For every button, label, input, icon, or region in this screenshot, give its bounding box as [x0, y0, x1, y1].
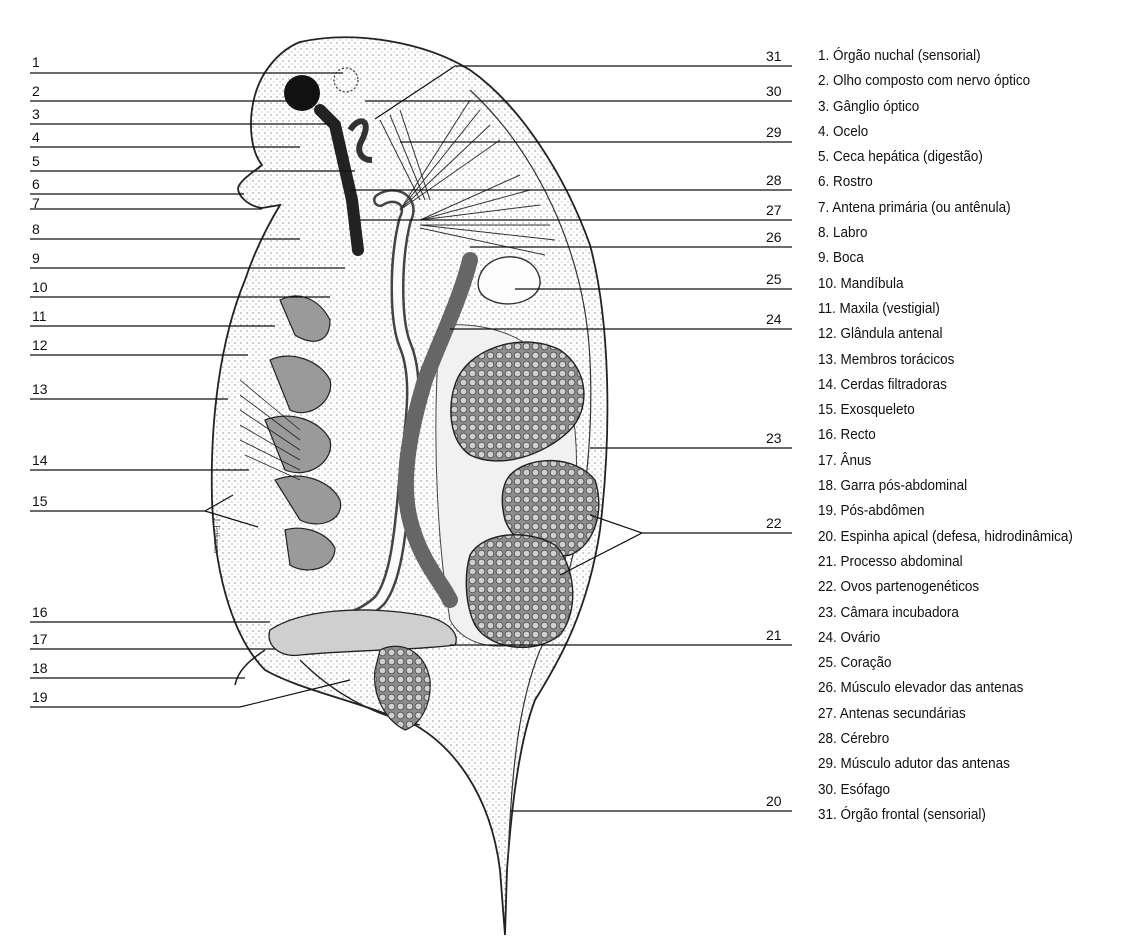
legend-item: 11. Maxila (vestigial)	[818, 297, 1073, 322]
legend-item: 23. Câmara incubadora	[818, 601, 1073, 626]
legend-item: 30. Esófago	[818, 778, 1073, 803]
legend-item: 19. Pós-abdômen	[818, 499, 1073, 524]
legend-item: 22. Ovos partenogenéticos	[818, 575, 1073, 600]
label-number: 18	[32, 660, 48, 676]
legend-item: 16. Recto	[818, 423, 1073, 448]
label-number: 12	[32, 337, 48, 353]
legend-item: 13. Membros torácicos	[818, 348, 1073, 373]
legend-item: 21. Processo abdominal	[818, 550, 1073, 575]
label-number: 21	[766, 627, 782, 643]
label-number: 10	[32, 279, 48, 295]
label-number: 26	[766, 229, 782, 245]
legend-item: 9. Boca	[818, 246, 1073, 271]
legend-item: 6. Rostro	[818, 170, 1073, 195]
legend-item: 5. Ceca hepática (digestão)	[818, 145, 1073, 170]
legend-item: 26. Músculo elevador das antenas	[818, 676, 1073, 701]
legend-item: 28. Cérebro	[818, 727, 1073, 752]
label-number: 5	[32, 153, 40, 169]
legend-item: 1. Órgão nuchal (sensorial)	[818, 44, 1073, 69]
legend-item: 18. Garra pós-abdominal	[818, 474, 1073, 499]
label-number: 9	[32, 250, 40, 266]
label-number: 31	[766, 48, 782, 64]
label-number: 15	[32, 493, 48, 509]
label-number: 27	[766, 202, 782, 218]
legend-item: 27. Antenas secundárias	[818, 702, 1073, 727]
label-number: 28	[766, 172, 782, 188]
daphnia-diagram: 1 2 3 4 5 6 7 8 9 10 11 12 13 14 15 16 1…	[0, 0, 800, 947]
label-number: 25	[766, 271, 782, 287]
legend-item: 2. Olho composto com nervo óptico	[818, 69, 1073, 94]
label-number: 8	[32, 221, 40, 237]
left-number-labels: 1 2 3 4 5 6 7 8 9 10 11 12 13 14 15 16 1…	[32, 54, 48, 705]
label-number: 30	[766, 83, 782, 99]
label-number: 1	[32, 54, 40, 70]
label-number: 29	[766, 124, 782, 140]
label-number: 17	[32, 631, 48, 647]
label-number: 16	[32, 604, 48, 620]
legend-item: 17. Ânus	[818, 449, 1073, 474]
legend-item: 7. Antena primária (ou antênula)	[818, 196, 1073, 221]
label-number: 23	[766, 430, 782, 446]
label-number: 4	[32, 129, 40, 145]
label-number: 6	[32, 176, 40, 192]
legend-item: 15. Exosqueleto	[818, 398, 1073, 423]
label-number: 24	[766, 311, 782, 327]
legend-item: 29. Músculo adutor das antenas	[818, 752, 1073, 777]
label-number: 19	[32, 689, 48, 705]
legend-item: 31. Órgão frontal (sensorial)	[818, 803, 1073, 828]
artist-signature: J. Eriksson	[212, 518, 221, 553]
label-number: 11	[32, 308, 47, 324]
compound-eye	[284, 75, 320, 111]
legend-item: 14. Cerdas filtradoras	[818, 373, 1073, 398]
legend-item: 24. Ovário	[818, 626, 1073, 651]
label-number: 14	[32, 452, 48, 468]
label-number: 22	[766, 515, 782, 531]
legend-item: 3. Gânglio óptico	[818, 95, 1073, 120]
label-number: 2	[32, 83, 40, 99]
legend-item: 4. Ocelo	[818, 120, 1073, 145]
heart	[478, 257, 540, 304]
legend-item: 20. Espinha apical (defesa, hidrodinâmic…	[818, 525, 1073, 550]
legend-item: 8. Labro	[818, 221, 1073, 246]
legend-item: 25. Coração	[818, 651, 1073, 676]
label-number: 13	[32, 381, 48, 397]
label-number: 3	[32, 106, 40, 122]
label-number: 20	[766, 793, 782, 809]
legend-item: 12. Glândula antenal	[818, 322, 1073, 347]
legend-list: 1. Órgão nuchal (sensorial) 2. Olho comp…	[818, 44, 1092, 828]
right-number-labels: 31 30 29 28 27 26 25 24 23 22 21 20	[766, 48, 782, 809]
label-number: 7	[32, 195, 40, 211]
legend-item: 10. Mandíbula	[818, 272, 1073, 297]
